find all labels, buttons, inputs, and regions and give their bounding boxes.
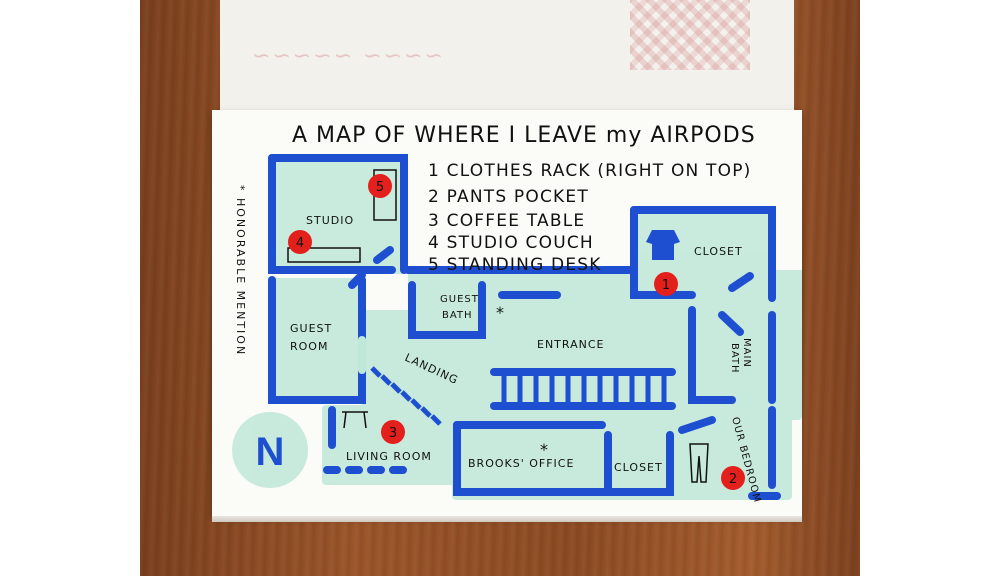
label-guest-room-2: ROOM xyxy=(290,340,328,353)
label-closet-upper: CLOSET xyxy=(694,245,743,258)
bleed-through-pattern xyxy=(630,0,750,70)
legend-num-3: 3 xyxy=(428,211,440,231)
label-closet-lower: CLOSET xyxy=(614,461,663,474)
svg-text:4 STUDIO COUCH: 4 STUDIO COUCH xyxy=(428,233,594,253)
marker-5 xyxy=(368,174,392,198)
marker-1-label: 1 xyxy=(662,278,670,293)
label-studio: STUDIO xyxy=(306,214,354,227)
office-wall xyxy=(453,421,612,496)
coffee-table xyxy=(342,411,368,429)
honorable-mention-note: * HONORABLE MENTION xyxy=(234,185,247,356)
notebook: ~~~~ ~~~~~ xyxy=(212,0,802,522)
pants-icon xyxy=(689,443,709,483)
marker-3-label: 3 xyxy=(389,426,397,441)
svg-text:2 PANTS POCKET: 2 PANTS POCKET xyxy=(428,187,589,207)
marker-4 xyxy=(288,230,312,254)
asterisk-office: * xyxy=(540,440,548,459)
legend-text-3: COFFEE TABLE xyxy=(447,211,586,231)
bedroom-door xyxy=(678,416,716,434)
legend-num-4: 4 xyxy=(428,233,440,253)
marker-2 xyxy=(721,466,745,490)
main-bath-wall xyxy=(688,306,736,404)
studio-wall xyxy=(268,154,408,274)
legend-num-1: 1 xyxy=(428,161,440,181)
legend-text-1: CLOTHES RACK (RIGHT ON TOP) xyxy=(447,161,752,181)
closet-wall-top xyxy=(630,206,776,302)
compass-letter: N xyxy=(256,430,285,474)
marker-5-label: 5 xyxy=(376,180,384,195)
bleed-through-text: ~~~~ ~~~~~ xyxy=(250,44,443,69)
legend: 1 CLOTHES RACK (RIGHT ON TOP) 2 PANTS PO… xyxy=(428,161,752,275)
airpod-markers: 5 4 1 3 2 xyxy=(288,174,745,490)
svg-text:3 COFFEE TABLE: 3 COFFEE TABLE xyxy=(428,211,585,231)
label-main-bath-2: BATH xyxy=(729,343,740,374)
closet-wall xyxy=(630,206,696,299)
studio-wall-bottom xyxy=(268,154,396,274)
landing-steps xyxy=(370,366,442,426)
legend-num-5: 5 xyxy=(428,255,440,275)
walls xyxy=(268,154,781,500)
label-guest-room-1: GUEST xyxy=(290,322,332,335)
svg-text:5 STANDING DESK: 5 STANDING DESK xyxy=(428,255,602,275)
landing-door xyxy=(348,271,366,289)
previous-page: ~~~~ ~~~~~ xyxy=(220,0,794,111)
studio-couch xyxy=(287,247,361,263)
closet-lower-wall xyxy=(604,431,674,496)
svg-text:1 CLOTHES RACK (RIGHT ON TOP): 1 CLOTHES RACK (RIGHT ON TOP) xyxy=(428,161,752,181)
marker-2-label: 2 xyxy=(729,472,737,487)
studio-door xyxy=(373,246,394,264)
label-guest-bath-2: BATH xyxy=(442,310,473,321)
legend-text-2: PANTS POCKET xyxy=(447,187,589,207)
legend-text-4: STUDIO COUCH xyxy=(447,233,594,253)
legend-text-5: STANDING DESK xyxy=(447,255,602,275)
stair-treads xyxy=(501,372,667,406)
closet-door xyxy=(728,272,754,292)
guest-bath-wall xyxy=(408,281,486,339)
map-drawing: N A MAP OF WHERE I LEAVE my AIRPODS 1 CL… xyxy=(232,123,802,504)
legend-num-2: 2 xyxy=(428,187,440,207)
shirt-icon xyxy=(646,230,680,260)
label-living-room: LIVING ROOM xyxy=(346,450,432,463)
map-page: N A MAP OF WHERE I LEAVE my AIRPODS 1 CL… xyxy=(212,110,802,522)
label-main-bath-1: MAIN xyxy=(741,338,752,368)
page-edge xyxy=(212,516,802,522)
label-brooks-office: BROOKS' OFFICE xyxy=(468,457,574,470)
label-guest-bath-1: GUEST xyxy=(440,294,479,305)
map-title: A MAP OF WHERE I LEAVE my AIRPODS xyxy=(292,123,756,148)
marker-4-label: 4 xyxy=(296,236,304,251)
asterisk-guest-bath: * xyxy=(496,303,504,322)
marker-1 xyxy=(654,272,678,296)
main-bath-door xyxy=(718,311,744,336)
label-entrance: ENTRANCE xyxy=(537,338,604,351)
marker-3 xyxy=(381,420,405,444)
